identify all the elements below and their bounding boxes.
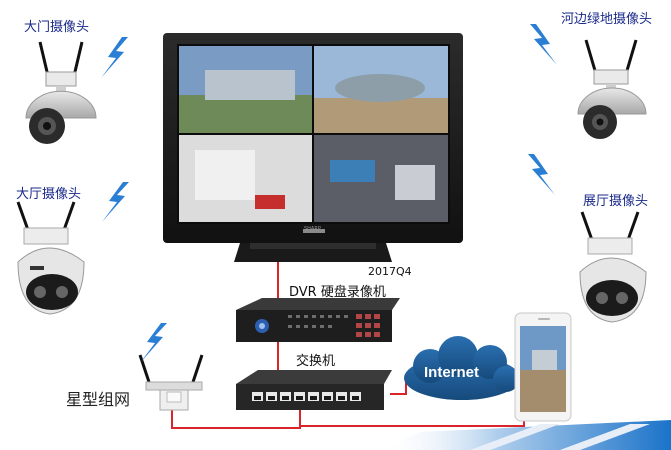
label-internet: Internet bbox=[424, 364, 480, 381]
camera-exhibition bbox=[579, 211, 647, 323]
smartphone bbox=[514, 312, 572, 422]
label-lobby-camera: 大厅摄像头 bbox=[16, 187, 82, 202]
monitor bbox=[163, 33, 463, 262]
wireless-signals bbox=[101, 24, 557, 363]
network-switch bbox=[236, 370, 392, 410]
label-gate-camera: 大门摄像头 bbox=[24, 20, 90, 35]
dvr-recorder bbox=[236, 298, 400, 342]
label-dvr: DVR 硬盘录像机 bbox=[289, 285, 386, 300]
camera-gate bbox=[25, 41, 97, 144]
internet-cloud bbox=[404, 336, 520, 400]
label-star-network: 星型组网 bbox=[66, 390, 131, 409]
label-exhibition-camera: 展厅摄像头 bbox=[583, 194, 649, 209]
camera-riverside bbox=[577, 39, 647, 139]
monitor-brand: SHARP bbox=[304, 226, 321, 232]
corner-stripes bbox=[380, 420, 671, 450]
label-dvr-model: 2017Q4 bbox=[368, 265, 412, 278]
camera-lobby bbox=[16, 201, 85, 315]
wireless-bridge bbox=[138, 354, 204, 411]
label-riverside-camera: 河边绿地摄像头 bbox=[561, 12, 653, 27]
label-switch: 交换机 bbox=[296, 354, 336, 369]
